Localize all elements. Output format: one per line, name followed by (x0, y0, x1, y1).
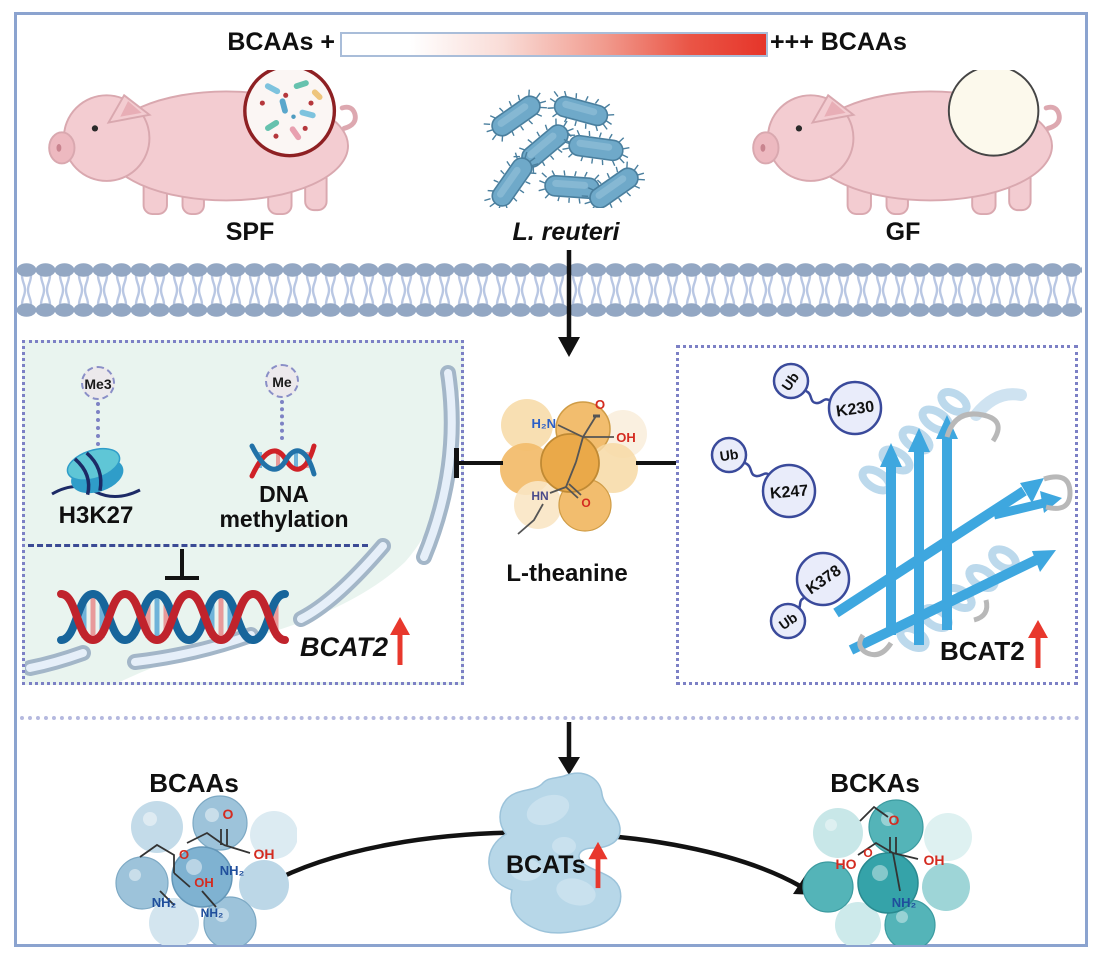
figure-border (14, 12, 1088, 947)
inhibition-right-line (636, 461, 686, 465)
theanine-hn: HN (531, 489, 548, 503)
bcaa-atom-o2: O (179, 847, 189, 862)
dna-methylation-icon (249, 443, 317, 479)
bckas-label: BCKAs (830, 768, 920, 798)
bcaa-atom-nh2-1: NH₂ (220, 863, 245, 878)
bcaa-atom-oh2: OH (194, 875, 214, 890)
l-reuteri-bacteria (478, 88, 652, 208)
ub-badge-2 (710, 436, 748, 474)
pig-eye (91, 125, 99, 132)
histone-icon (51, 447, 141, 498)
ub-badge-3 (769, 602, 807, 640)
spf-label: SPF (225, 218, 275, 246)
pig-inner-ear (120, 101, 142, 117)
theanine-o-top: O (595, 397, 605, 412)
microbiome-bacteria (259, 80, 323, 141)
bcaa-gradient-bar (340, 32, 768, 57)
bcka-atom-oh: OH (924, 852, 945, 868)
theanine-to-bcats-arrow (558, 722, 580, 775)
theanine-o-amide: O (581, 496, 590, 510)
theanine-h2n: H₂N (531, 416, 556, 431)
bcka-atom-nh2: NH₂ (892, 895, 917, 910)
pig-snout (48, 131, 76, 165)
reuteri-to-theanine-arrow (558, 250, 580, 357)
inhibition-left-line (458, 461, 503, 465)
bcats-up-arrow (588, 841, 608, 889)
dna-methylation-label-2: methylation (219, 506, 349, 532)
bcka-atom-o2: O (863, 846, 872, 860)
bcaa-atom-nh2-2: NH₂ (152, 895, 177, 910)
spf-pig-illustration (48, 70, 358, 216)
me-connector (280, 400, 284, 440)
me3-label: Me3 (84, 376, 112, 392)
me-badge: Me (265, 364, 299, 398)
ub-badge-1 (772, 362, 810, 400)
h3k27-label: H3K27 (58, 502, 134, 529)
k247-label: K247 (769, 482, 809, 502)
bcat2-protein-label: BCAT2 (940, 636, 1025, 666)
l-reuteri-label: L. reuteri (512, 218, 620, 246)
inhibition-bar-down (180, 549, 184, 577)
l-theanine-molecule: H₂N O OH HN O (500, 397, 647, 535)
bcka-molecule: O HO O OH NH₂ (802, 799, 972, 945)
bcka-atom-ho: HO (836, 856, 857, 872)
me3-connector (96, 402, 100, 446)
bcat2-up-arrow-left (390, 617, 410, 665)
me3-badge: Me3 (81, 366, 115, 400)
nuclear-envelope (25, 365, 461, 682)
inhibition-bar-down-cap (165, 576, 199, 580)
cell-membrane (17, 262, 1082, 318)
k230-label: K230 (835, 398, 875, 420)
ub2-label: Ub (719, 446, 740, 464)
bcaa-atom-oh1: OH (254, 846, 275, 862)
epigenetic-separator (28, 544, 368, 547)
inhibition-left-cap (454, 448, 459, 478)
k378-badge (795, 551, 851, 607)
bcat2-gene-label: BCAT2 (300, 632, 389, 662)
gf-label: GF (885, 218, 921, 246)
k247-badge (761, 463, 817, 519)
section-divider (20, 716, 1080, 720)
bcaa-atom-nh2-3: NH₂ (201, 906, 224, 920)
microbiome-circle (243, 70, 337, 158)
germ-free-circle (947, 70, 1040, 157)
bcat2-up-arrow-right (1028, 620, 1048, 668)
bcaa-high-label: +++ BCAAs (770, 28, 907, 56)
bcats-enzyme (488, 772, 622, 934)
bcats-label: BCATs (506, 851, 586, 879)
l-theanine-label: L-theanine (506, 560, 628, 587)
theanine-oh: OH (616, 430, 636, 445)
dna-methylation-label-1: DNA (259, 481, 309, 507)
bcaa-molecule: O OH NH₂ O OH NH₂ NH₂ (115, 795, 297, 945)
gf-pig-illustration (752, 70, 1062, 216)
k230-badge (827, 380, 883, 436)
bcka-atom-o1: O (889, 812, 900, 828)
bcaas-label: BCAAs (149, 768, 239, 798)
bcaa-atom-o1: O (223, 806, 234, 822)
pig-tail (339, 104, 358, 131)
me-label: Me (272, 374, 292, 390)
dna-helix (57, 589, 289, 645)
bcaa-low-label: BCAAs + (227, 28, 335, 56)
bcat2-protein-ribbon: Ub K230 Ub K247 K378 Ub (710, 362, 1073, 658)
